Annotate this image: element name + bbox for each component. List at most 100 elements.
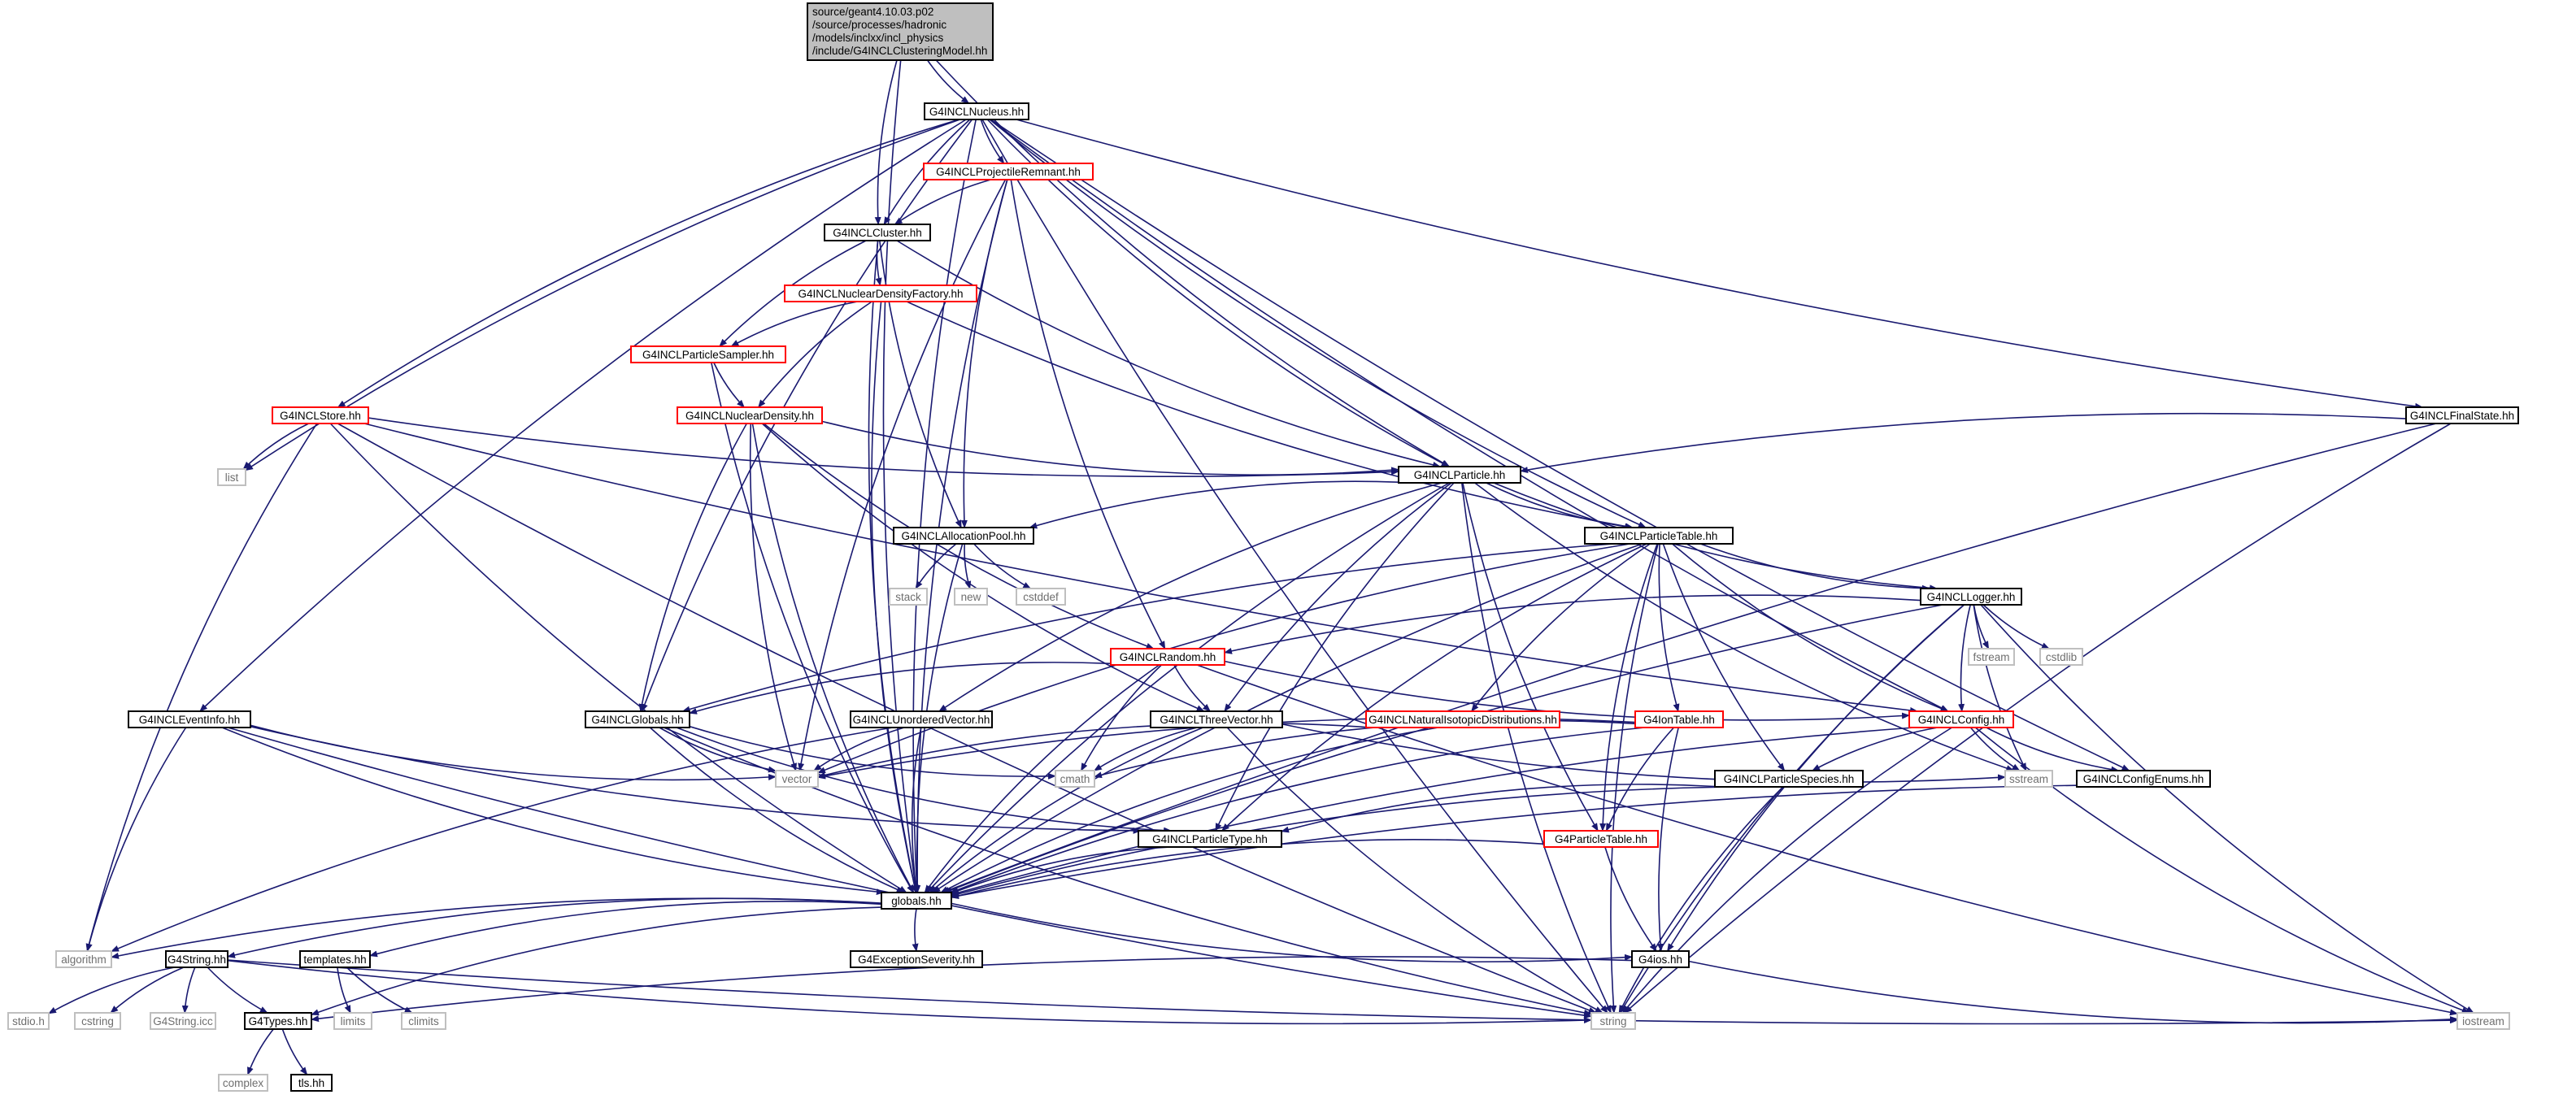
node-globals_incl[interactable]: G4INCLGlobals.hh [585,710,690,728]
node-label: G4ios.hh [1638,953,1682,966]
node-label: G4INCLEventInfo.hh [139,714,241,726]
node-box-particle [1398,466,1521,484]
node-climits[interactable]: climits [401,1012,446,1030]
node-globals[interactable]: globals.hh [881,892,952,910]
node-ptype[interactable]: G4INCLParticleType.hh [1138,830,1282,848]
edge-threevec-to-globals [929,727,1203,893]
edge-allocpool-to-new [964,543,972,589]
node-label: G4INCLFinalState.hh [2410,410,2514,422]
node-algorithm[interactable]: algorithm [55,950,112,968]
node-ndf[interactable]: G4INCLNuclearDensityFactory.hh [784,285,977,302]
edge-eventinfo-to-globals [221,727,885,896]
node-label: G4INCLThreeVector.hh [1160,714,1273,726]
node-box-globals_incl [585,710,690,728]
node-configenums[interactable]: G4INCLConfigEnums.hh [2076,770,2211,788]
node-label: G4INCLStore.hh [280,410,361,422]
node-box-eventinfo [128,710,251,728]
node-label: iostream [2462,1015,2504,1027]
node-label: cmath [1060,773,1090,785]
edge-g4ios-to-iostream [1688,960,2458,1024]
node-vector[interactable]: vector [775,770,819,788]
edge-allocpool-to-cstddef [973,543,1032,589]
edge-random-to-globals [924,664,1160,893]
edge-cluster-to-globals [868,240,918,893]
node-allocpool[interactable]: G4INCLAllocationPool.hh [893,527,1034,545]
edge-random-to-iostream [1196,664,2458,1016]
edge-iontable-to-g4ptable [1605,727,1675,832]
node-particle[interactable]: G4INCLParticle.hh [1398,466,1521,484]
node-list[interactable]: list [217,468,246,486]
node-psampler[interactable]: G4INCLParticleSampler.hh [630,345,786,363]
node-box-ndf [784,285,977,302]
node-cstring[interactable]: cstring [74,1012,121,1030]
node-ptable[interactable]: G4INCLParticleTable.hh [1584,527,1734,545]
node-nucleus[interactable]: G4INCLNucleus.hh [924,102,1029,120]
node-g4ptable[interactable]: G4ParticleTable.hh [1543,830,1659,848]
node-logger[interactable]: G4INCLLogger.hh [1920,588,2022,606]
edge-ptable-to-globals [932,543,1643,893]
node-box-stack [889,588,928,606]
node-stack[interactable]: stack [889,588,928,606]
node-label: G4INCLParticleType.hh [1152,833,1268,845]
edge-psampler-to-globals [711,362,914,893]
node-stdio[interactable]: stdio.h [7,1012,50,1030]
node-pspecies[interactable]: G4INCLParticleSpecies.hh [1714,770,1864,788]
edge-ptable-to-logger [1699,543,1930,592]
node-tls[interactable]: tls.hh [290,1074,333,1092]
node-box-psampler [630,345,786,363]
node-finalstate[interactable]: G4INCLFinalState.hh [2405,406,2519,424]
edge-ptable-to-string [1610,543,1659,1014]
node-store[interactable]: G4INCLStore.hh [272,406,369,424]
node-complex[interactable]: complex [218,1074,268,1092]
node-random[interactable]: G4INCLRandom.hh [1110,648,1225,666]
node-g4types[interactable]: G4Types.hh [244,1012,312,1030]
edge-g4types-to-tls [281,1028,308,1075]
node-label: algorithm [61,953,107,966]
edge-store-to-globals [329,423,907,893]
node-nd[interactable]: G4INCLNuclearDensity.hh [677,406,823,424]
node-iostream[interactable]: iostream [2456,1012,2510,1030]
node-eventinfo[interactable]: G4INCLEventInfo.hh [128,710,251,728]
node-cstdlib[interactable]: cstdlib [2039,648,2083,666]
edge-templates-to-limits [337,967,351,1014]
node-box-allocpool [893,527,1034,545]
edge-ndf-to-nd [758,301,872,408]
node-threevec[interactable]: G4INCLThreeVector.hh [1150,710,1283,728]
node-unordered[interactable]: G4INCLUnorderedVector.hh [850,710,993,728]
node-new[interactable]: new [954,588,988,606]
edge-particle-to-ptype [1215,482,1455,832]
node-box-random [1110,648,1225,666]
node-root[interactable]: source/geant4.10.03.p02/source/processes… [807,2,994,61]
edge-cluster-to-particle [896,240,1441,468]
node-g4string[interactable]: G4String.hh [165,950,228,968]
node-label: vector [782,773,812,785]
node-cluster[interactable]: G4INCLCluster.hh [824,224,931,241]
node-sstream[interactable]: sstream [2004,770,2053,788]
edge-eventinfo-to-ptype [250,726,1142,834]
edge-g4string-to-g4types [207,967,268,1014]
node-g4stringicc[interactable]: G4String.icc [150,1012,216,1030]
node-box-iostream [2456,1012,2510,1030]
edge-iontable-to-globals [950,727,1645,893]
edge-store-to-string [337,423,1597,1014]
node-box-tls [290,1074,333,1092]
node-g4ios[interactable]: G4ios.hh [1631,950,1690,968]
edge-projrem-to-random [1010,179,1166,649]
node-g4exc[interactable]: G4ExceptionSeverity.hh [850,950,983,968]
node-cstddef[interactable]: cstddef [1016,588,1066,606]
node-box-g4exc [850,950,983,968]
node-box-limits [333,1012,372,1030]
edge-g4string-to-cstring [110,967,185,1014]
edge-random-to-globals_incl [689,662,1112,715]
node-limits[interactable]: limits [333,1012,372,1030]
node-string[interactable]: string [1590,1012,1636,1030]
node-fstream[interactable]: fstream [1968,648,2015,666]
node-config[interactable]: G4INCLConfig.hh [1908,710,2014,728]
edge-ptable-to-config [1671,543,1949,712]
node-iontable[interactable]: G4IonTable.hh [1634,710,1724,728]
edge-finalstate-to-particle [1520,412,2407,474]
node-natiso[interactable]: G4INCLNaturalIsotopicDistributions.hh [1365,710,1560,728]
node-projrem[interactable]: G4INCLProjectileRemnant.hh [923,163,1094,180]
node-templates[interactable]: templates.hh [299,950,371,968]
node-cmath[interactable]: cmath [1055,770,1095,788]
